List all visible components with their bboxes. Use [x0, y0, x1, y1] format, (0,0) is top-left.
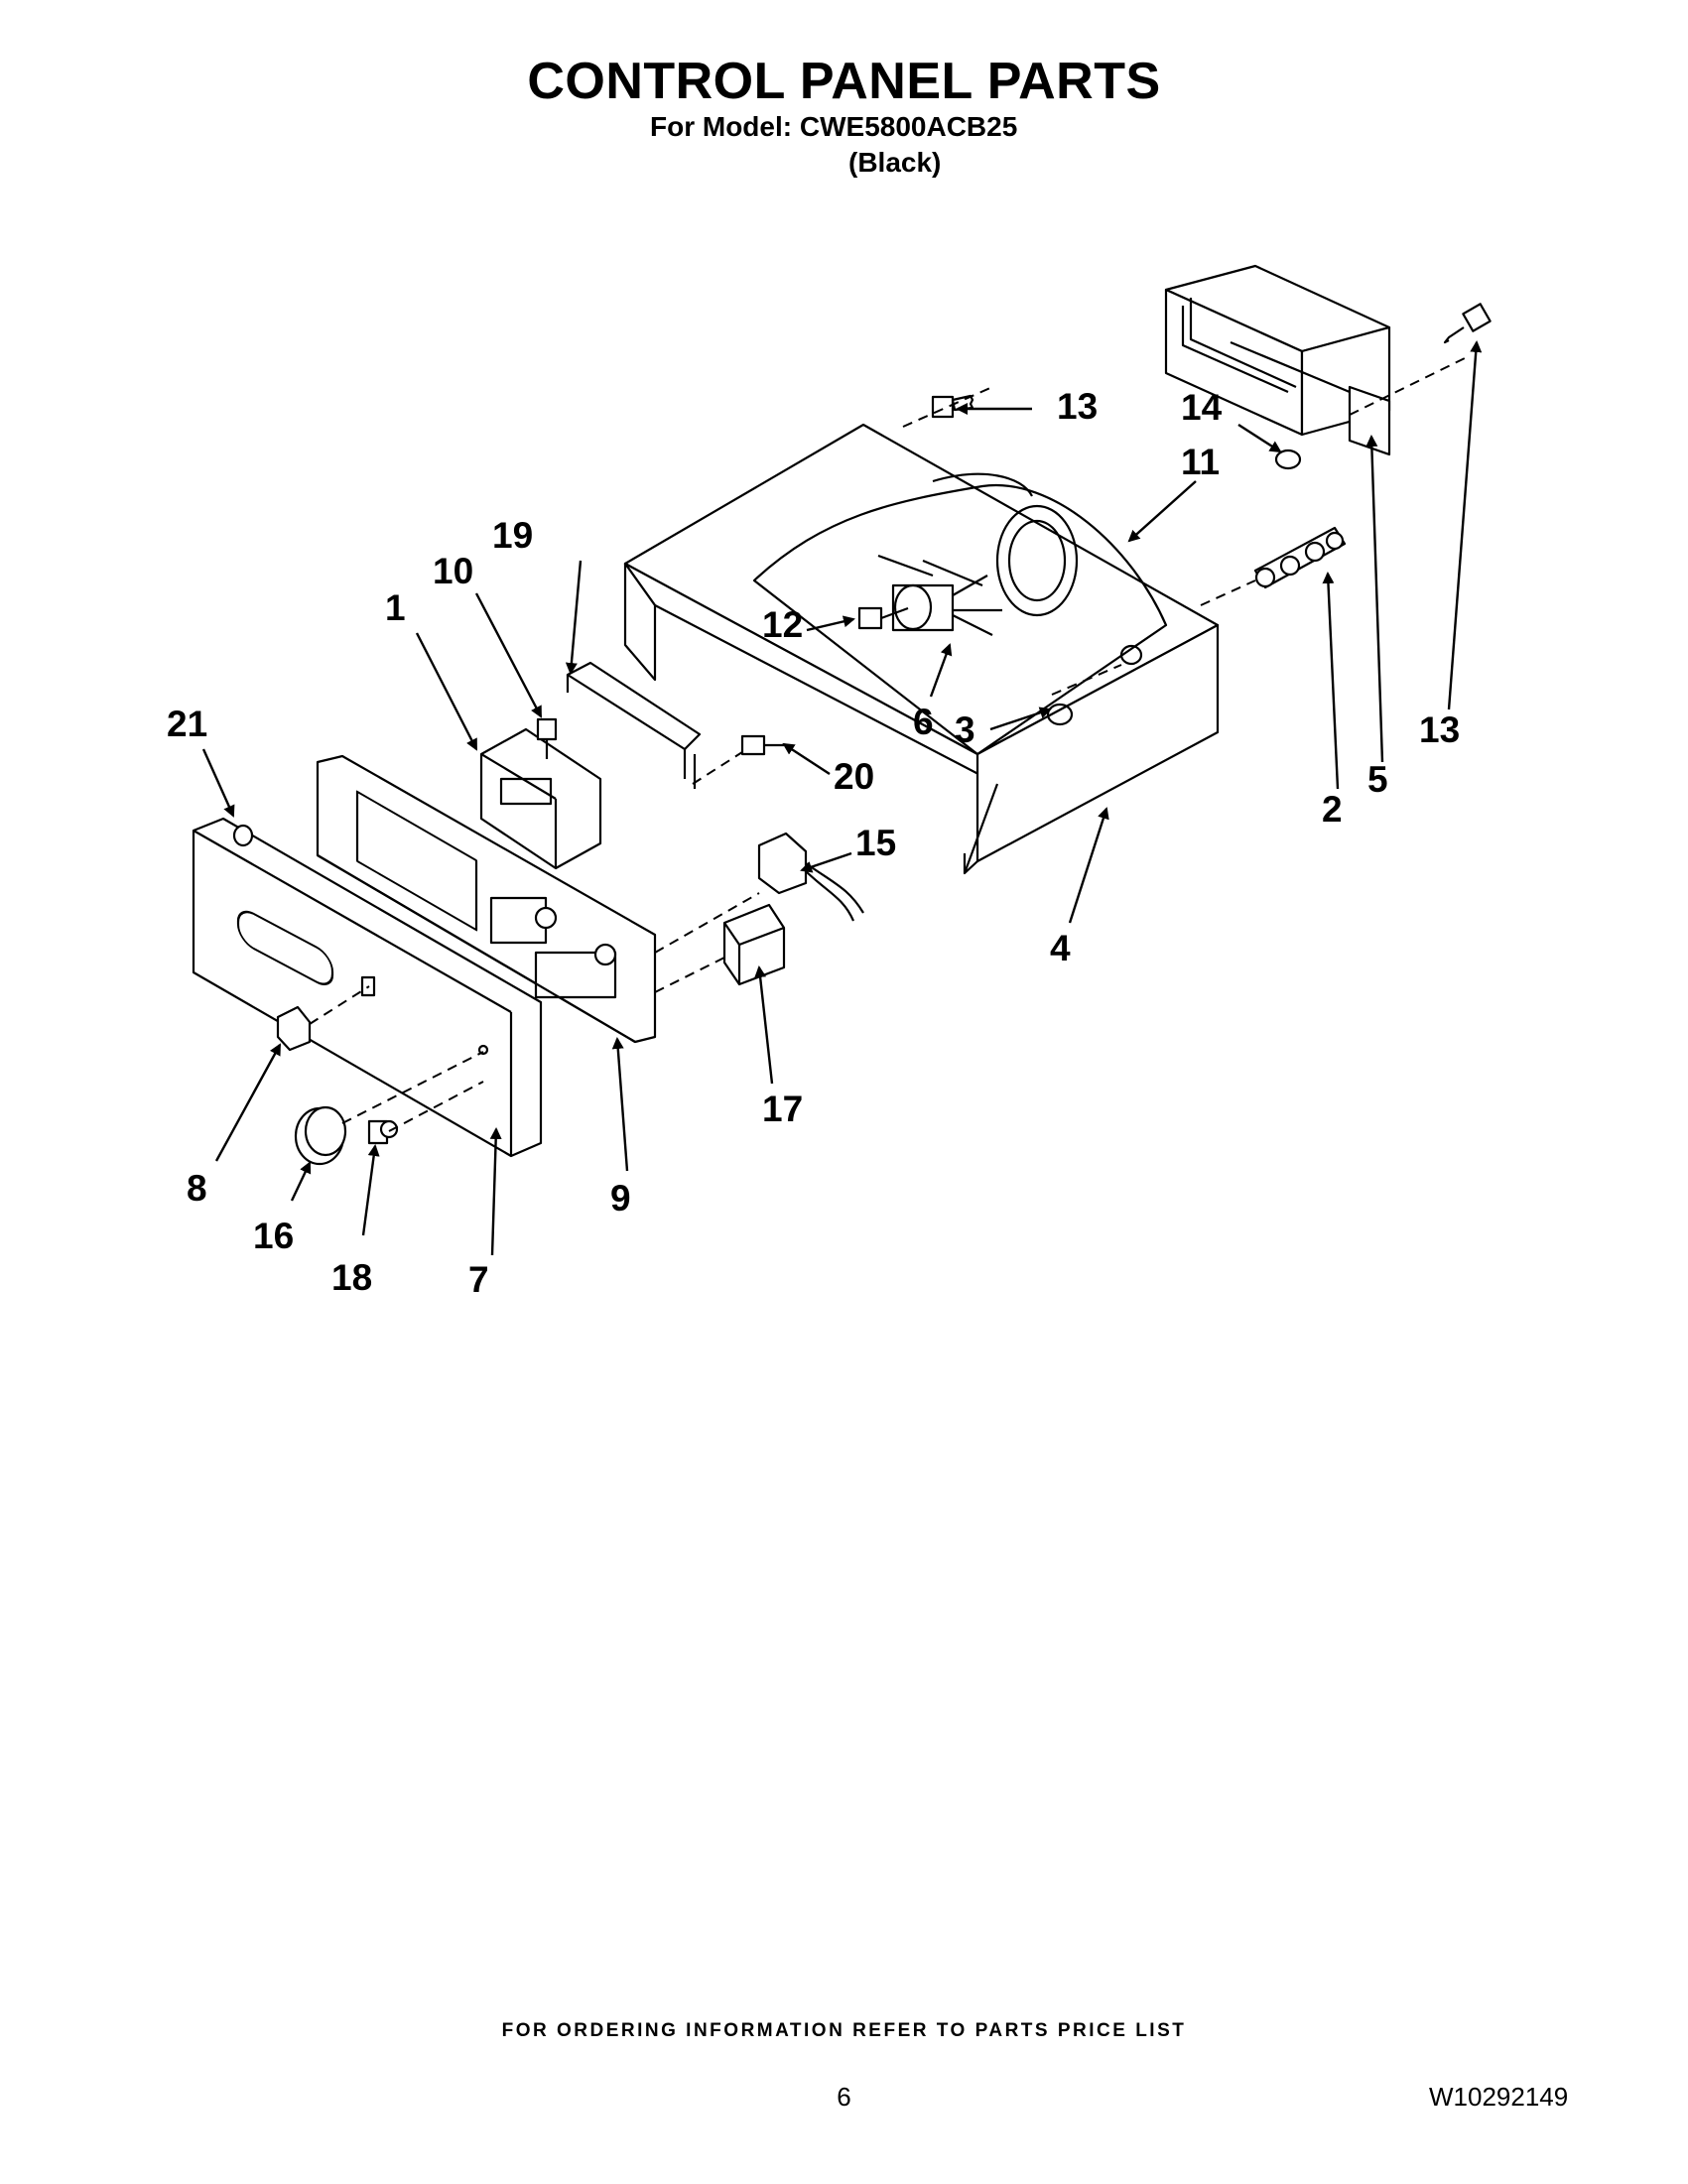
callout-19: 19 [492, 515, 533, 556]
callout-8: 8 [187, 1168, 207, 1209]
insert-18-part [367, 1119, 399, 1145]
callout-18: 18 [331, 1257, 372, 1298]
screw-13-right-part [1443, 303, 1492, 344]
display-board-part [479, 727, 602, 870]
callout-12: 12 [762, 604, 803, 645]
page-number: 6 [837, 2082, 851, 2112]
knob-16-part [294, 1105, 347, 1166]
callout-13-top: 13 [1057, 386, 1098, 427]
callout-3: 3 [955, 709, 975, 750]
page-title: CONTROL PANEL PARTS [527, 53, 1161, 110]
terminal-block-part [1253, 526, 1347, 589]
callout-4: 4 [1050, 928, 1071, 968]
switch-17-part [722, 903, 786, 986]
callout-11: 11 [1181, 442, 1220, 482]
callout-20: 20 [834, 756, 874, 797]
callout-17: 17 [762, 1089, 803, 1129]
model-color: (Black) [848, 147, 942, 178]
callout-5: 5 [1367, 759, 1388, 800]
callout-labels: 1 2 3 4 5 6 7 8 9 10 11 12 13 13 14 15 1… [167, 386, 1460, 1300]
control-panel-plate-part [316, 754, 657, 1044]
control-housing-part [623, 423, 1220, 875]
document-number: W10292149 [1429, 2082, 1569, 2112]
screw-12-part [857, 606, 909, 630]
plug-21-part [232, 824, 254, 847]
mounting-strip-part [566, 661, 702, 789]
screw-20-part [740, 734, 784, 756]
ring-14-part [1274, 449, 1302, 470]
callout-14: 14 [1181, 387, 1223, 428]
callout-13-right: 13 [1419, 709, 1460, 750]
callout-15: 15 [855, 823, 896, 863]
callout-16: 16 [253, 1216, 294, 1256]
rear-bracket-part [1164, 264, 1391, 456]
fan-motor-part [877, 554, 1002, 636]
screw-10-part [536, 717, 558, 759]
callout-21: 21 [167, 704, 207, 744]
callout-9: 9 [610, 1178, 631, 1219]
callout-10: 10 [433, 551, 473, 591]
callout-1: 1 [385, 587, 406, 628]
callout-2: 2 [1322, 789, 1343, 830]
ordering-note: FOR ORDERING INFORMATION REFER TO PARTS … [501, 2020, 1187, 2041]
switch-15-part [757, 832, 864, 922]
callout-7: 7 [468, 1259, 489, 1300]
switch-8-part [276, 1005, 312, 1052]
leader-lines [201, 340, 1483, 1256]
model-line: For Model: CWE5800ACB25 [650, 111, 1018, 142]
callout-6: 6 [913, 702, 934, 742]
